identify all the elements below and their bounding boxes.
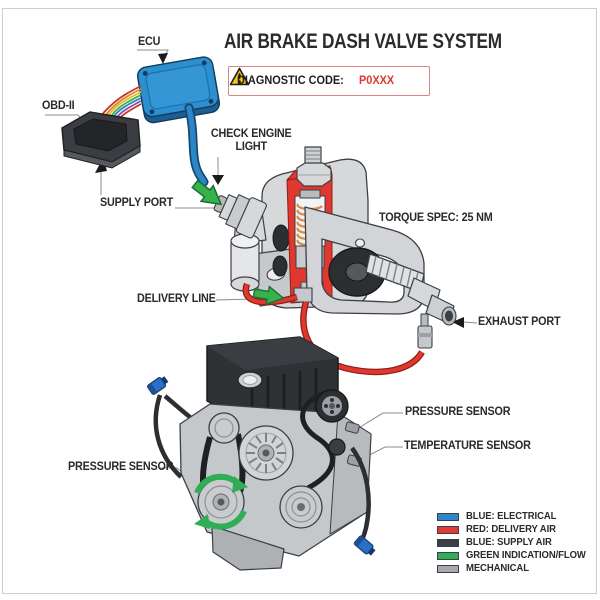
legend-item: BLUE: SUPPLY AIR — [437, 537, 592, 548]
temperature-sensor-fitting-right — [353, 535, 376, 556]
supply-inlet — [213, 194, 267, 239]
legend-swatch-indication-flow — [437, 551, 459, 560]
diagnostic-label: DIAGNOSTIC CODE: — [237, 75, 344, 87]
ecu-label: ECU — [138, 36, 161, 48]
ecu-unit — [136, 56, 221, 124]
legend-label: BLUE: ELECTRICAL — [466, 511, 557, 522]
obd-label: OBD-II — [42, 100, 75, 112]
rotation-arrows — [194, 473, 248, 530]
legend-item: BLUE: ELECTRICAL — [437, 511, 592, 522]
check-engine-line2: LIGHT — [235, 141, 267, 154]
temperature-sensor-label: TEMPERATURE SENSOR — [404, 440, 531, 452]
obd-connector — [61, 111, 141, 169]
dash-valve — [213, 146, 457, 349]
legend-label: MECHANICAL — [466, 563, 529, 574]
delivery-hoses — [242, 282, 425, 376]
pressure-sensor-right-label: PRESSURE SENSOR — [405, 406, 511, 418]
legend-label: RED: DELIVERY AIR — [466, 524, 556, 535]
pressure-sensor-left-label: PRESSURE SENSOR — [68, 461, 174, 473]
warning-icon — [229, 67, 250, 86]
legend-swatch-electrical — [437, 512, 459, 521]
legend-swatch-mechanical — [437, 564, 459, 573]
delivery-line-label: DELIVERY LINE — [137, 293, 216, 305]
image-border — [2, 8, 597, 594]
engine-unit — [146, 336, 376, 571]
check-engine-light-label: CHECK ENGINE LIGHT — [192, 128, 310, 154]
supply-port-label: SUPPLY PORT — [100, 197, 174, 209]
legend: BLUE: ELECTRICAL RED: DELIVERY AIR BLUE:… — [437, 511, 592, 574]
pressure-sensor-fitting-left — [146, 376, 169, 396]
exhaust-port-label: EXHAUST PORT — [478, 316, 561, 328]
diagnostic-code: P0XXX — [359, 75, 395, 87]
electrical-cable — [184, 103, 209, 187]
diagnostic-box: DIAGNOSTIC CODE: P0XXX — [228, 66, 430, 96]
legend-label: BLUE: SUPPLY AIR — [466, 537, 552, 548]
page-title: AIR BRAKE DASH VALVE SYSTEM — [224, 30, 502, 53]
legend-item: GREEN INDICATION/FLOW — [437, 550, 592, 561]
legend-item: MECHANICAL — [437, 563, 592, 574]
check-engine-line1: CHECK ENGINE — [210, 128, 292, 140]
torque-spec-label: TORQUE SPEC: 25 NM — [379, 212, 493, 224]
legend-swatch-supply-air — [437, 538, 459, 547]
legend-swatch-delivery-air — [437, 525, 459, 534]
legend-item: RED: DELIVERY AIR — [437, 524, 592, 535]
legend-label: GREEN INDICATION/FLOW — [466, 550, 586, 561]
